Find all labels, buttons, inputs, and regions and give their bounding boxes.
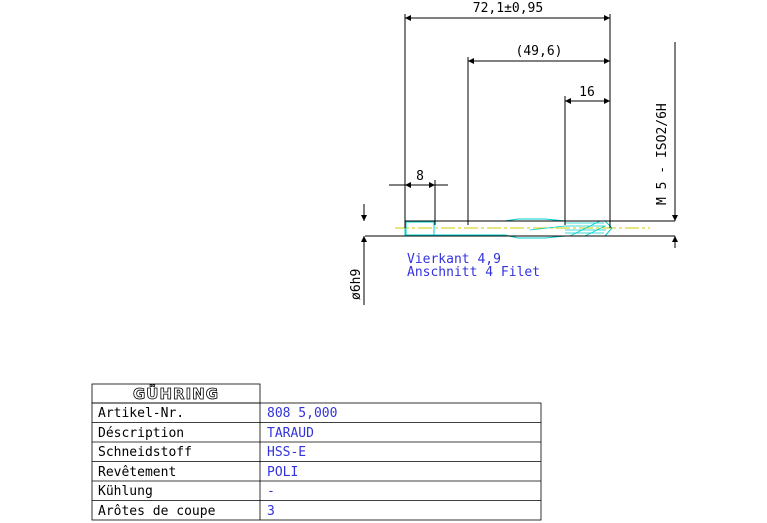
shank-diameter-label: ø6h9: [349, 269, 364, 300]
row-label-description: Déscription: [98, 426, 184, 441]
row-label-article-no: Artikel-Nr.: [98, 406, 184, 421]
dim-square-length: 8: [416, 169, 424, 184]
row-value-material: HSS-E: [267, 445, 306, 460]
thread-spec-label: M 5 - ISO2/6H: [655, 103, 670, 205]
dim-thread-length: 16: [579, 85, 595, 100]
row-value-cooling: -: [267, 484, 275, 499]
square-drive: [405, 221, 435, 236]
brand-logo: GÜHRING: [133, 384, 219, 403]
row-label-material: Schneidstoff: [98, 445, 192, 460]
row-label-cutting-edges: Arôtes de coupe: [98, 504, 216, 519]
dimension-lines: [361, 14, 678, 305]
note-chamfer: Anschnitt 4 Filet: [407, 265, 540, 280]
table-row: Déscription TARAUD: [98, 426, 314, 441]
dim-overall-length: 72,1±0,95: [473, 1, 543, 16]
table-row: Artikel-Nr. 808 5,000: [98, 406, 337, 421]
row-value-cutting-edges: 3: [267, 504, 275, 519]
row-value-description: TARAUD: [267, 426, 314, 441]
row-value-coating: POLI: [267, 465, 298, 480]
row-label-coating: Revêtement: [98, 465, 176, 480]
title-block: [91, 383, 542, 521]
thread-section: [529, 220, 606, 237]
row-value-article-no: 808 5,000: [267, 406, 337, 421]
tap-tool-view: [365, 218, 675, 239]
dimension-texts: 72,1±0,95 (49,6) 16 8 M 5 - ISO2/6H ø6h9…: [349, 1, 670, 300]
row-label-cooling: Kühlung: [98, 484, 153, 499]
table-row: Schneidstoff HSS-E: [98, 445, 306, 460]
dim-reference-length: (49,6): [516, 44, 563, 59]
table-rows: Artikel-Nr. 808 5,000 Déscription TARAUD…: [98, 406, 337, 519]
table-row: Arôtes de coupe 3: [98, 504, 275, 519]
table-row: Revêtement POLI: [98, 465, 298, 480]
note-square-size: Vierkant 4,9: [407, 252, 501, 267]
table-row: Kühlung -: [98, 484, 275, 499]
